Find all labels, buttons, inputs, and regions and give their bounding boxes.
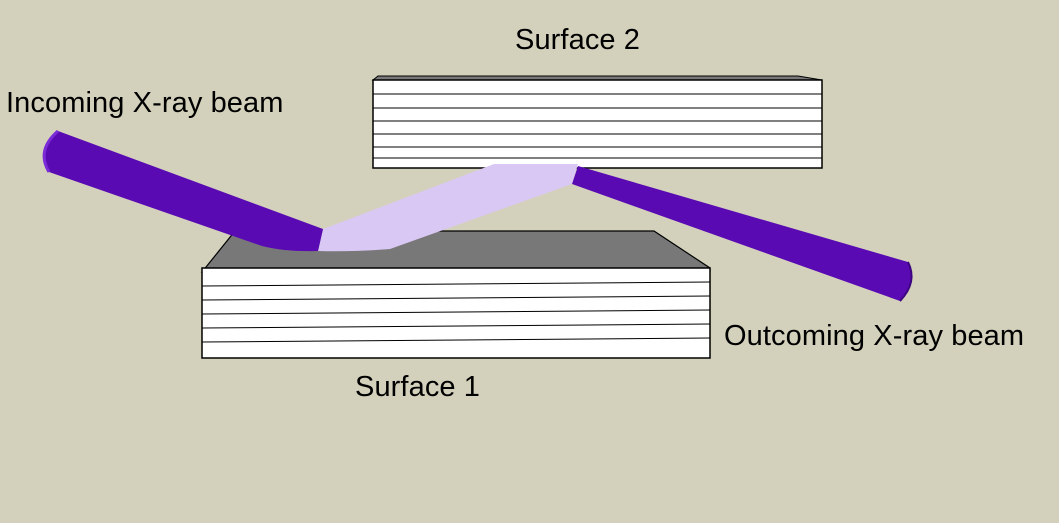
incoming-beam	[42, 129, 324, 252]
reflected-beam-tube	[318, 164, 578, 252]
outgoing-beam-tube	[572, 166, 912, 301]
surface-1-label: Surface 1	[355, 371, 481, 403]
surface-2-layer-lines	[373, 93, 822, 159]
incoming-beam-end-cap	[42, 129, 60, 173]
surface-1-slab	[200, 230, 711, 359]
outgoing-beam	[572, 166, 913, 302]
surface-2-slab	[371, 75, 823, 169]
surface-2-front-face	[372, 79, 823, 169]
reflected-beam-section	[318, 164, 578, 252]
incoming-beam-tube	[44, 131, 324, 252]
incoming-beam-label: Incoming X-ray beam	[6, 87, 284, 119]
outgoing-beam-end-cap	[899, 261, 913, 302]
outgoing-beam-label: Outcoming X-ray beam	[724, 320, 1025, 352]
surface-1-layer-lines	[201, 281, 711, 343]
surface-2-label: Surface 2	[515, 24, 641, 56]
